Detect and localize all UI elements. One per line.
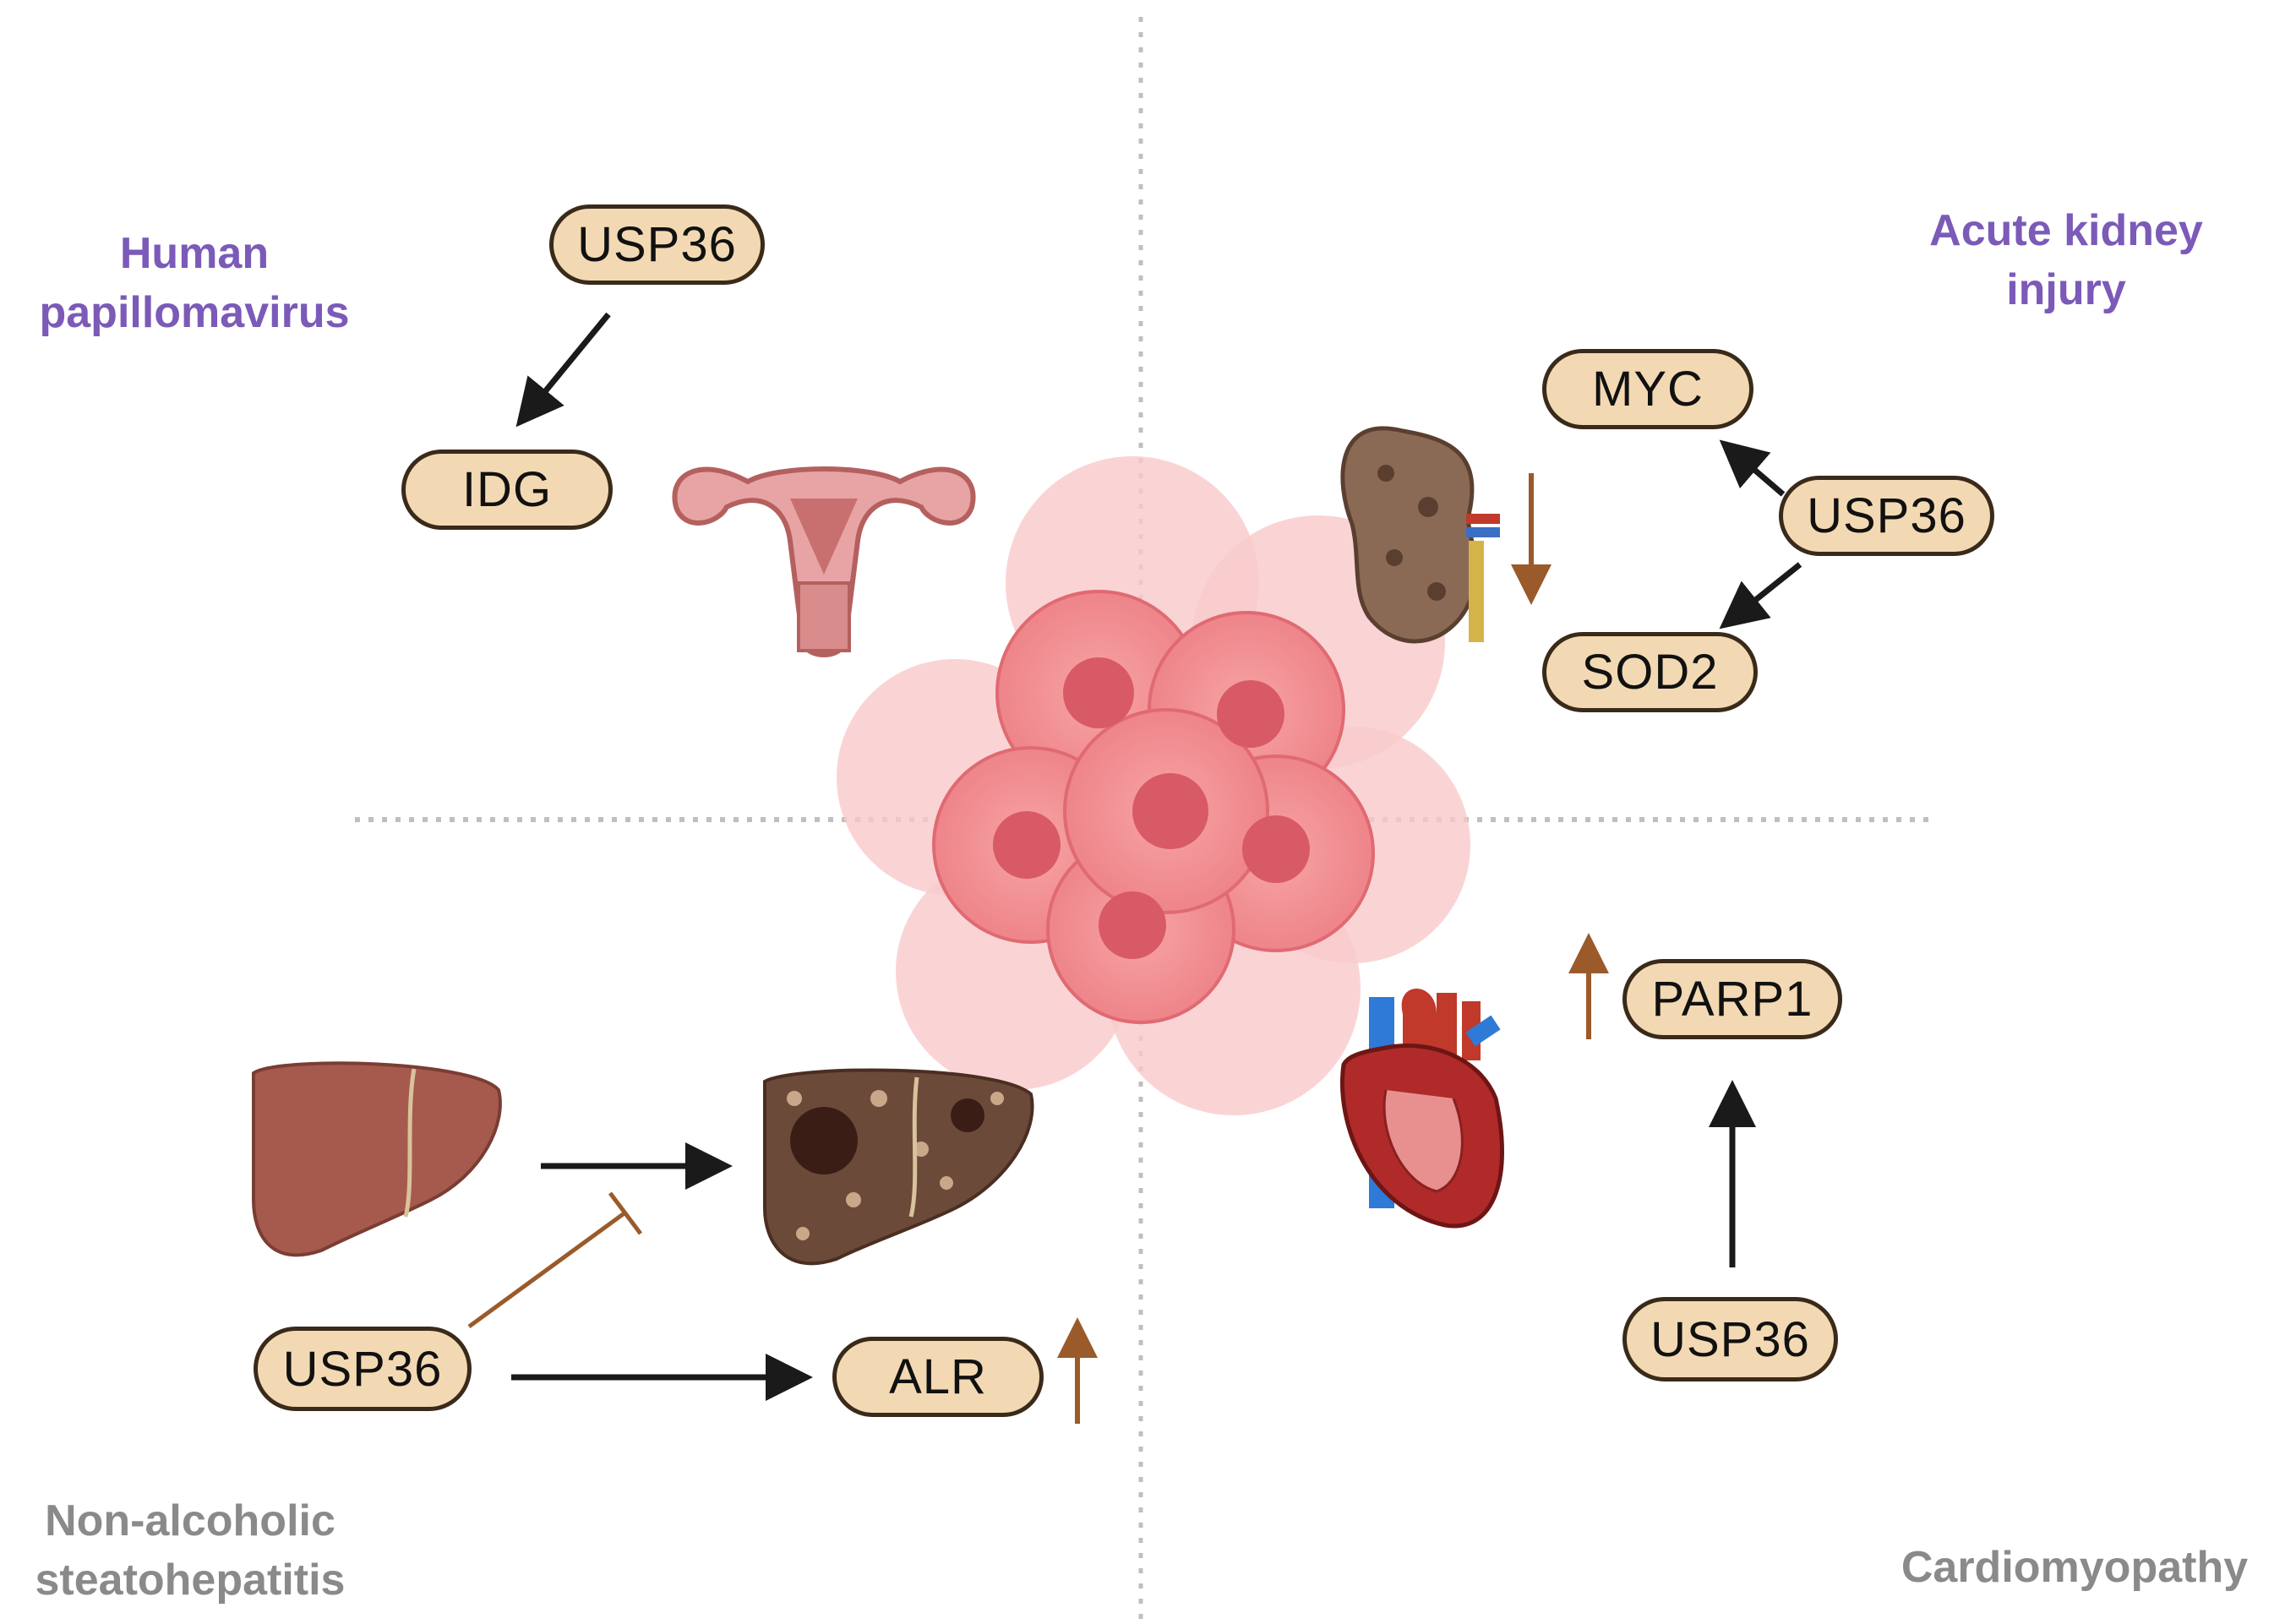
node-idg: IDG — [401, 450, 613, 530]
arrow-usp36-to-myc — [1719, 439, 1786, 497]
node-usp36: USP36 — [549, 204, 765, 285]
disease-label-nash: Non-alcoholic steatohepatitis — [35, 1496, 346, 1605]
arrow-usp36-to-idg — [515, 312, 611, 428]
node-alr: ALR — [832, 1337, 1044, 1417]
node-parp1: PARP1 — [1622, 959, 1842, 1039]
healthy-liver-icon — [252, 1061, 502, 1257]
arrow-usp36-to-sod2 — [1719, 562, 1802, 629]
uterus-icon — [672, 466, 976, 657]
kidney-icon — [1340, 426, 1500, 644]
node-sod2: SOD2 — [1542, 632, 1758, 712]
heart-icon — [1340, 989, 1504, 1229]
node-usp36: USP36 — [1622, 1297, 1838, 1381]
node-usp36: USP36 — [254, 1327, 472, 1411]
node-myc: MYC — [1542, 349, 1753, 429]
disease-label-cardiomyopathy: Cardiomyopathy — [1901, 1543, 2249, 1592]
inhibition-usp36-liver — [467, 1191, 642, 1329]
cancer-cell-cluster-icon — [837, 456, 1470, 1115]
node-usp36: USP36 — [1779, 476, 1994, 556]
disease-label-hpv: Human papillomavirus — [39, 229, 350, 337]
disease-label-aki: Acute kidney injury — [1929, 206, 2203, 314]
diseased-liver-icon — [763, 1068, 1034, 1266]
